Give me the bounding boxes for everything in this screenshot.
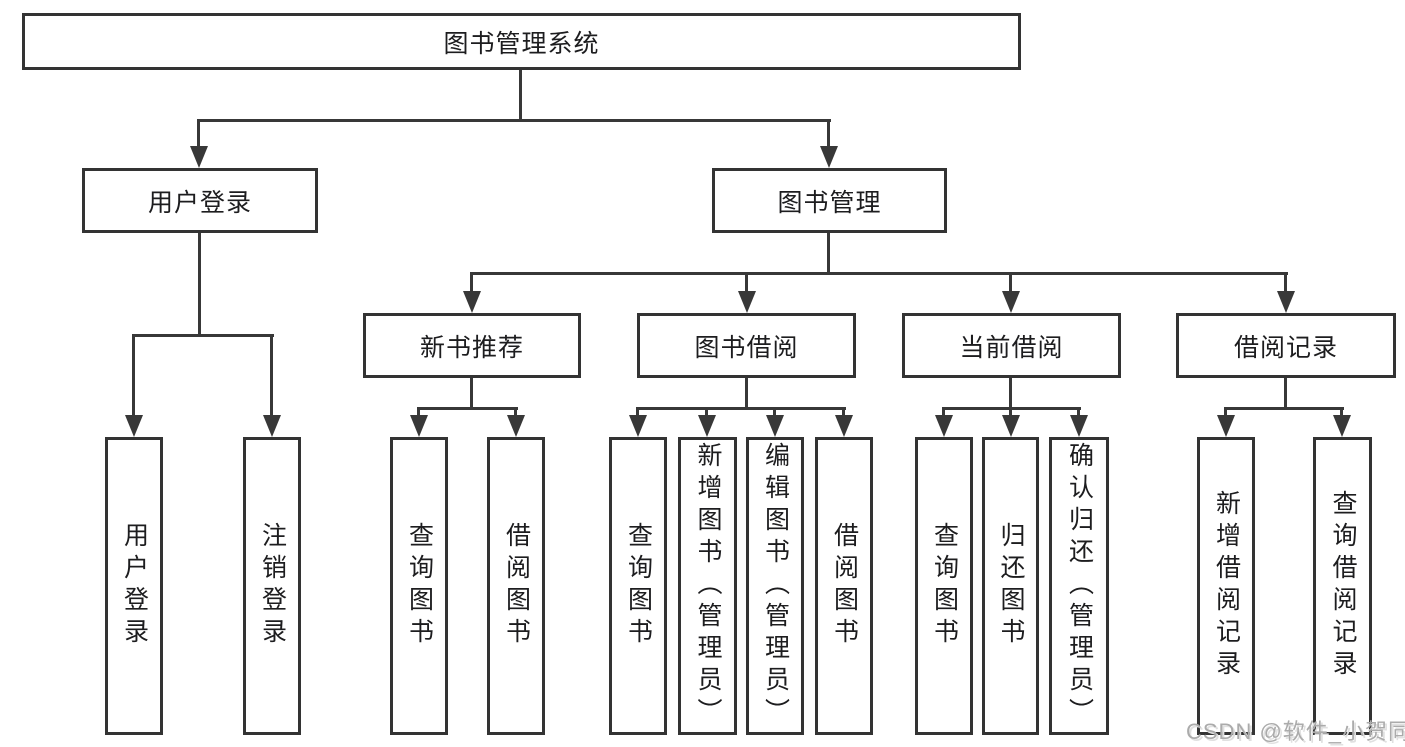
node-book-borrowing: 图书借阅: [637, 313, 856, 378]
node-label: 查询图书: [930, 522, 959, 650]
arrowhead-down-icon: [738, 291, 756, 313]
connector-line: [270, 334, 273, 417]
arrowhead-down-icon: [935, 415, 953, 437]
leaf-return-book: 归还图书: [982, 437, 1039, 735]
leaf-borrow-book-recommend: 借阅图书: [487, 437, 545, 735]
leaf-edit-book-admin: 编辑图书（管理员）: [746, 437, 804, 735]
leaf-confirm-return-admin: 确认归还（管理员）: [1049, 437, 1109, 735]
arrowhead-down-icon: [1070, 415, 1088, 437]
arrowhead-down-icon: [263, 415, 281, 437]
node-label: 查询图书: [624, 522, 653, 650]
connector-line: [827, 231, 830, 275]
connector-line: [745, 377, 748, 410]
leaf-query-borrow-record: 查询借阅记录: [1313, 437, 1372, 735]
node-label: 确认归还（管理员）: [1065, 442, 1094, 730]
connector-line: [745, 272, 748, 293]
node-label: 新增图书（管理员）: [694, 442, 722, 730]
arrowhead-down-icon: [698, 415, 716, 437]
node-book-management: 图书管理: [712, 168, 947, 233]
node-label: 图书借阅: [694, 333, 799, 362]
connector-line: [1284, 377, 1287, 410]
leaf-logout: 注销登录: [243, 437, 301, 735]
connector-line: [132, 334, 274, 337]
arrowhead-down-icon: [507, 415, 525, 437]
leaf-add-borrow-record: 新增借阅记录: [1197, 437, 1255, 735]
connector-line: [1009, 407, 1012, 417]
connector-line: [470, 377, 473, 410]
connector-line: [198, 231, 201, 337]
connector-line: [197, 119, 831, 122]
leaf-add-book-admin: 新增图书（管理员）: [678, 437, 737, 735]
node-label: 归还图书: [997, 522, 1025, 650]
node-library-system: 图书管理系统: [22, 13, 1021, 70]
arrowhead-down-icon: [766, 415, 784, 437]
connector-line: [842, 407, 845, 417]
arrowhead-down-icon: [820, 146, 838, 168]
node-label: 借阅图书: [830, 522, 859, 650]
arrowhead-down-icon: [629, 415, 647, 437]
arrowhead-down-icon: [1277, 291, 1295, 313]
connector-line: [773, 407, 776, 417]
connector-line: [417, 407, 518, 410]
node-label: 用户登录: [147, 188, 252, 217]
node-label: 借阅记录: [1233, 333, 1338, 362]
node-label: 查询借阅记录: [1329, 490, 1357, 682]
arrowhead-down-icon: [125, 415, 143, 437]
leaf-query-book-current: 查询图书: [915, 437, 973, 735]
connector-line: [942, 407, 945, 417]
arrowhead-down-icon: [463, 291, 481, 313]
node-label: 新书推荐: [419, 333, 524, 362]
node-label: 当前借阅: [959, 333, 1064, 362]
node-label: 图书管理系统: [443, 29, 600, 58]
leaf-query-book-borrowing: 查询图书: [609, 437, 667, 735]
connector-line: [470, 272, 473, 293]
node-label: 注销登录: [258, 522, 287, 650]
connector-line: [827, 119, 830, 149]
node-label: 新增借阅记录: [1212, 490, 1241, 682]
connector-line: [132, 334, 135, 417]
arrowhead-down-icon: [1333, 415, 1351, 437]
arrowhead-down-icon: [190, 146, 208, 168]
leaf-user-login: 用户登录: [105, 437, 163, 735]
leaf-query-book-recommend: 查询图书: [390, 437, 448, 735]
leaf-borrow-book: 借阅图书: [815, 437, 873, 735]
node-user-login: 用户登录: [82, 168, 318, 233]
arrowhead-down-icon: [1002, 415, 1020, 437]
node-label: 查询图书: [405, 522, 434, 650]
connector-line: [1009, 272, 1012, 293]
node-current-borrowing: 当前借阅: [902, 313, 1121, 378]
connector-line: [705, 407, 708, 417]
connector-line: [636, 407, 639, 417]
connector-line: [514, 407, 517, 417]
arrowhead-down-icon: [1217, 415, 1235, 437]
node-label: 编辑图书（管理员）: [761, 442, 790, 730]
node-label: 图书管理: [777, 188, 882, 217]
connector-line: [1224, 407, 1227, 417]
connector-line: [519, 69, 522, 121]
connector-line: [1224, 407, 1344, 410]
node-borrowing-records: 借阅记录: [1176, 313, 1396, 378]
connector-line: [1009, 377, 1012, 410]
arrowhead-down-icon: [835, 415, 853, 437]
node-new-book-recommend: 新书推荐: [363, 313, 581, 378]
arrowhead-down-icon: [410, 415, 428, 437]
node-label: 借阅图书: [502, 522, 531, 650]
connector-line: [636, 407, 846, 410]
connector-line: [1077, 407, 1080, 417]
connector-line: [1284, 272, 1287, 293]
node-label: 用户登录: [120, 522, 149, 650]
arrowhead-down-icon: [1002, 291, 1020, 313]
connector-line: [417, 407, 420, 417]
connector-line: [470, 272, 1288, 275]
connector-line: [197, 119, 200, 149]
watermark-text: CSDN @软件_小贺同学: [1186, 719, 1405, 744]
connector-line: [1340, 407, 1343, 417]
